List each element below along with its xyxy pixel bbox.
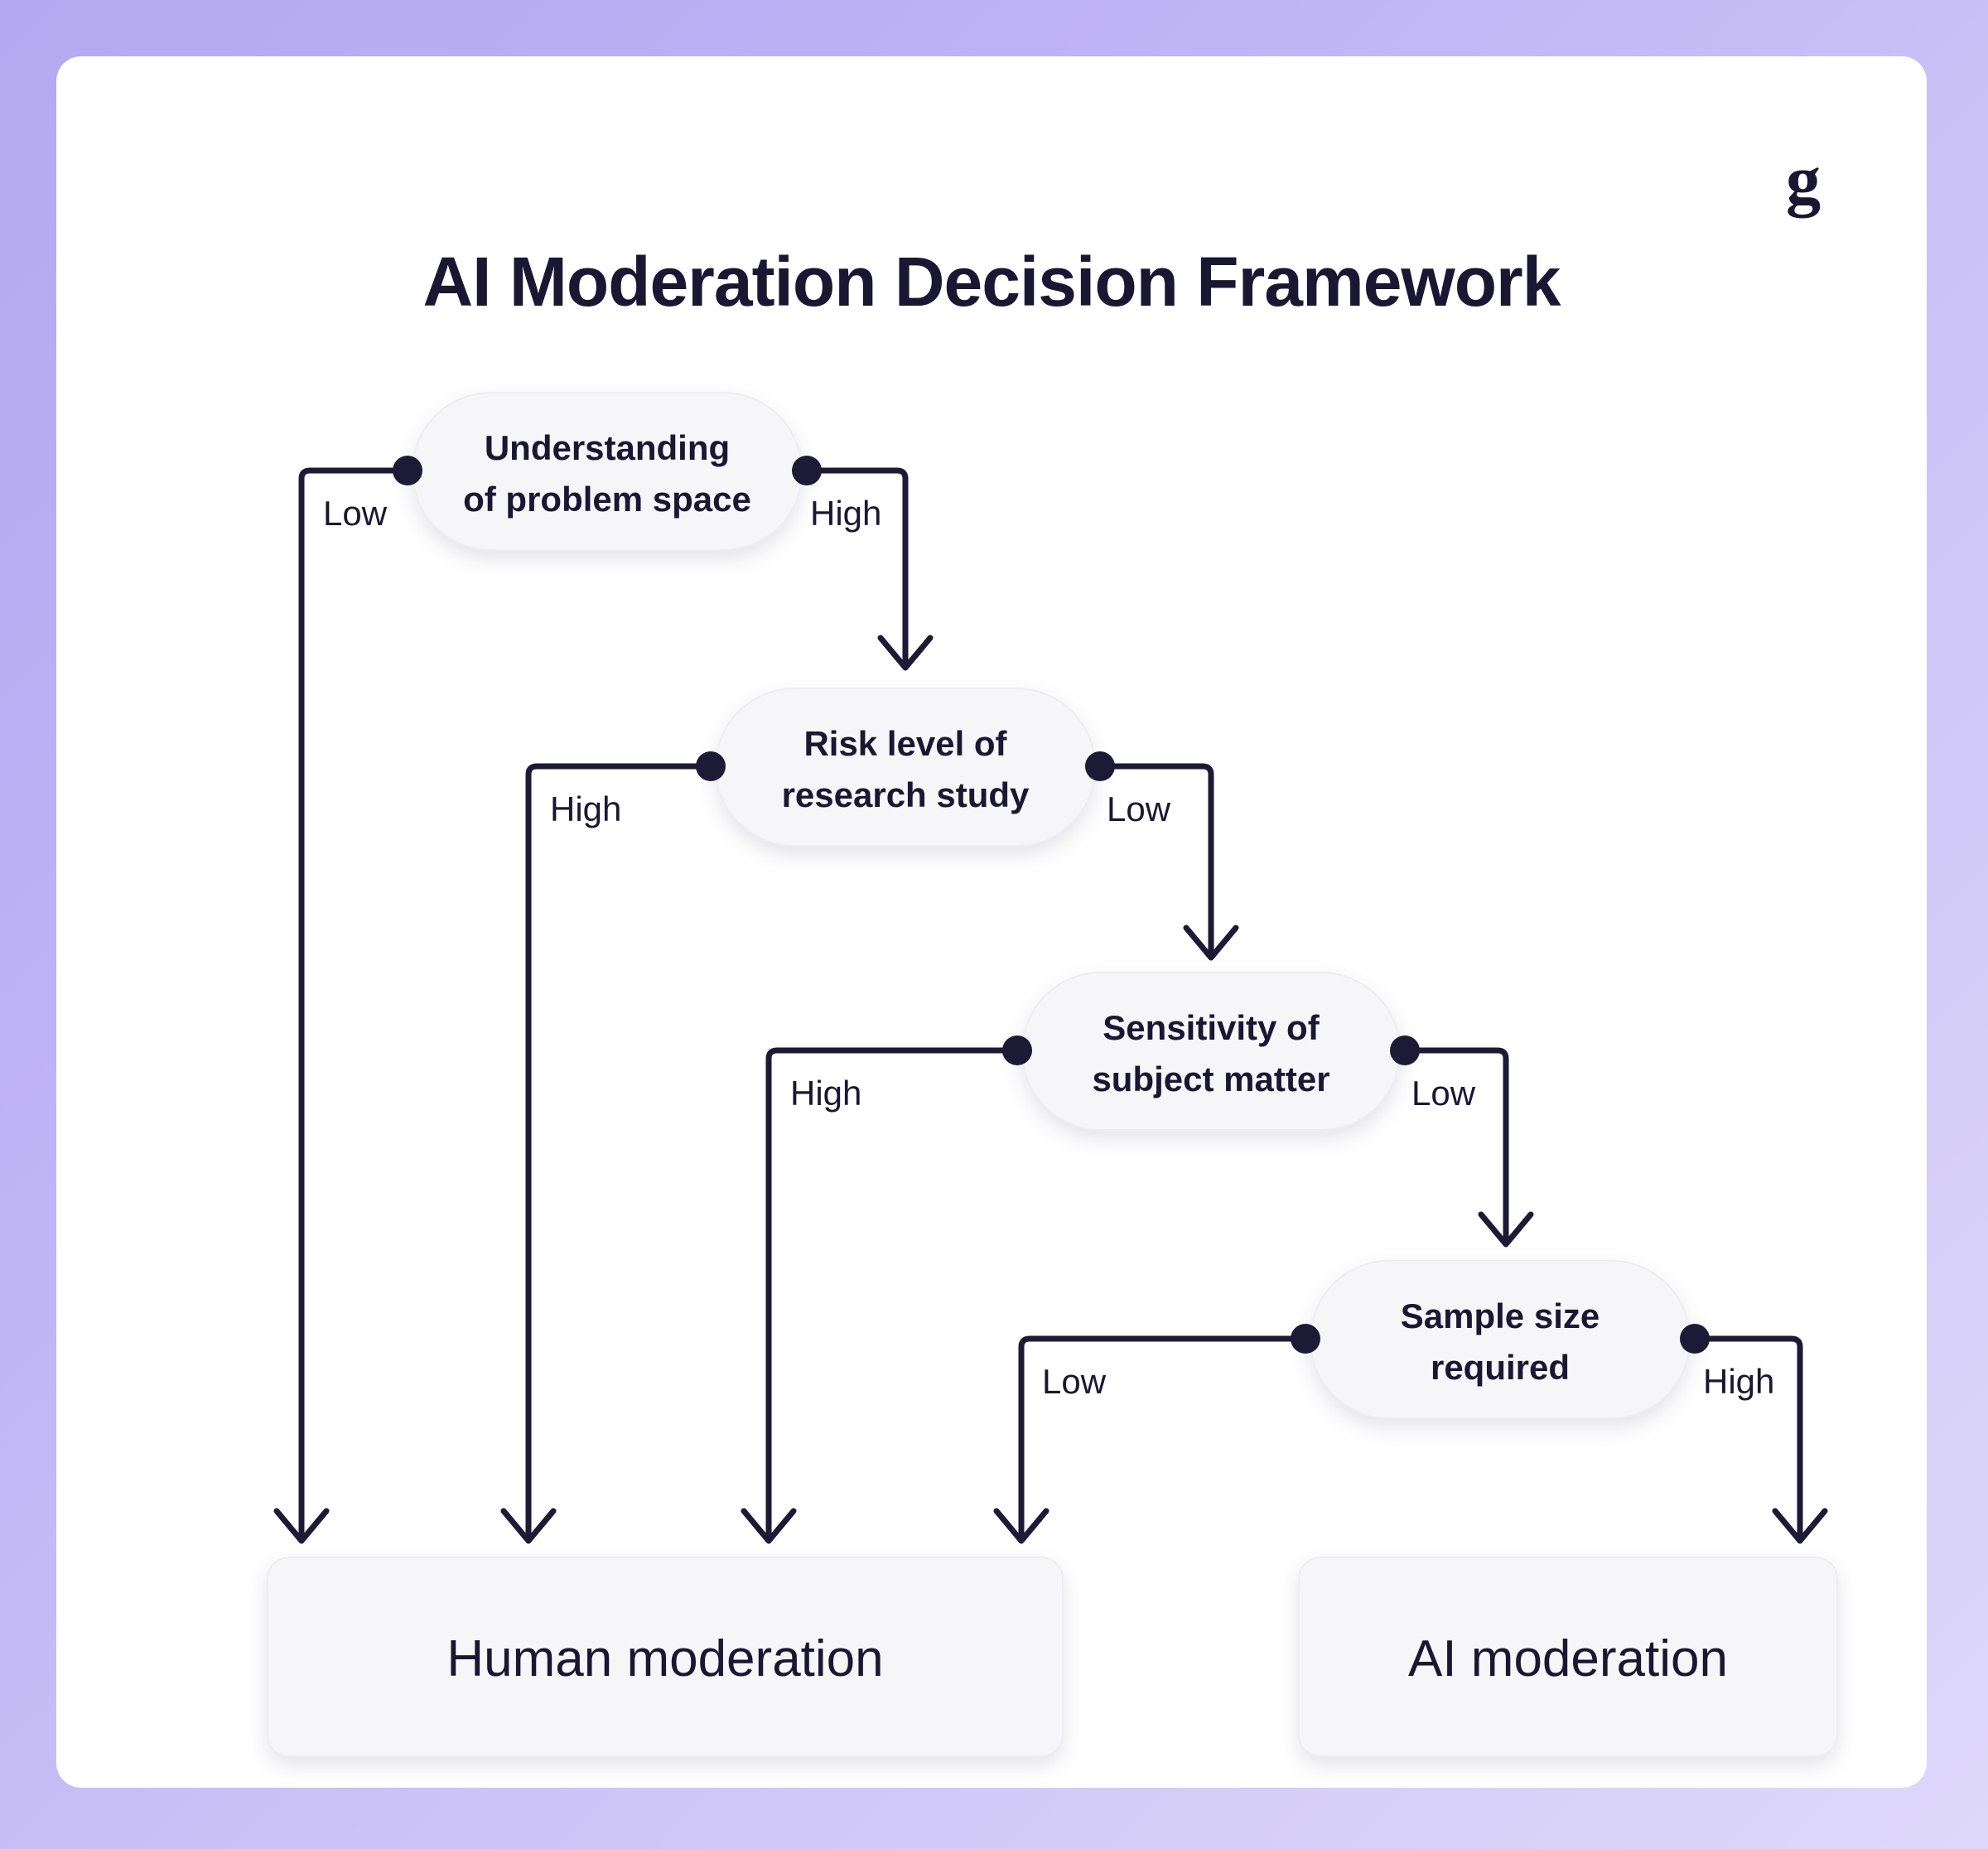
edge-label-sample-high: High (1703, 1362, 1774, 1401)
port-dot-sensitivity-right (1390, 1036, 1420, 1065)
edge-label-understanding-low: Low (323, 494, 388, 533)
edge-sample-low (993, 1335, 1305, 1544)
edge-risk-high (500, 763, 711, 1544)
content-card: g AI Moderation Decision Framework (56, 56, 1927, 1788)
edge-label-understanding-high: High (810, 494, 881, 533)
node-label-line2: required (1431, 1348, 1570, 1387)
edge-label-risk-low: Low (1107, 789, 1171, 828)
outcome-node-ai-moderation[interactable]: AI moderation (1298, 1557, 1838, 1757)
node-label-line1: Risk level of (803, 724, 1007, 763)
node-label-line2: research study (782, 775, 1030, 814)
edge-label-sensitivity-high: High (790, 1074, 861, 1113)
node-label-line2: of problem space (463, 480, 751, 519)
edge-risk-low (1100, 763, 1239, 961)
decision-node-sample[interactable]: Sample size required (1310, 1260, 1691, 1419)
port-dot-sample-left (1291, 1324, 1320, 1354)
edge-understanding-low (273, 467, 408, 1544)
outcome-label: Human moderation (446, 1630, 883, 1687)
edge-sensitivity-low (1405, 1047, 1534, 1248)
page-title: AI Moderation Decision Framework (422, 243, 1561, 321)
decision-node-risk[interactable]: Risk level of research study (715, 688, 1096, 847)
node-label-line1: Sensitivity of (1103, 1008, 1320, 1047)
outcome-node-human-moderation[interactable]: Human moderation (267, 1557, 1064, 1757)
port-dot-understanding-left (393, 456, 422, 485)
port-dot-understanding-right (792, 456, 822, 485)
edge-understanding-high (807, 467, 934, 671)
decision-node-understanding[interactable]: Understanding of problem space (412, 392, 803, 551)
decision-flowchart: Low High High Low High Low Low High Unde… (267, 392, 1838, 1757)
node-label-line1: Understanding (485, 428, 730, 467)
port-dot-risk-right (1085, 751, 1115, 781)
decision-node-sensitivity[interactable]: Sensitivity of subject matter (1021, 972, 1401, 1131)
edge-label-sensitivity-low: Low (1411, 1074, 1476, 1113)
brand-logo-icon: g (1786, 142, 1821, 219)
edge-label-sample-low: Low (1042, 1362, 1107, 1401)
edge-label-risk-high: High (550, 789, 621, 828)
edge-sample-high (1695, 1335, 1828, 1544)
node-label-line1: Sample size (1401, 1296, 1600, 1335)
outcome-label: AI moderation (1408, 1630, 1728, 1687)
edge-sensitivity-high (741, 1047, 1017, 1544)
port-dot-sample-right (1680, 1324, 1710, 1354)
port-dot-risk-left (696, 751, 726, 781)
node-label-line2: subject matter (1092, 1060, 1329, 1098)
port-dot-sensitivity-left (1002, 1036, 1032, 1065)
